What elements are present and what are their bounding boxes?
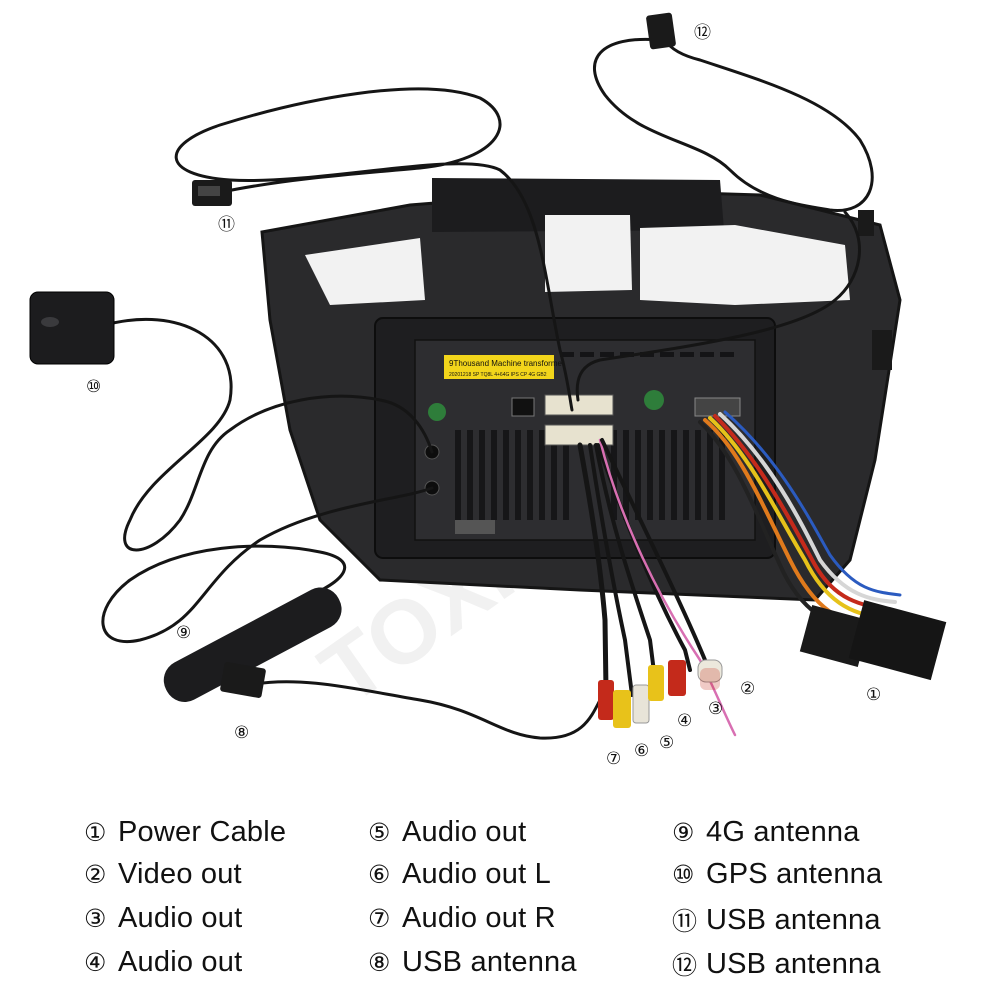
legend-item-power-cable: ① Power Cable xyxy=(84,816,286,849)
4g-cable xyxy=(101,486,434,643)
legend-item-audio-out-5: ⑤ Audio out xyxy=(368,816,526,849)
usb-cable-11 xyxy=(174,87,574,412)
legend-label: Audio out xyxy=(118,902,243,934)
legend-label: Audio out L xyxy=(402,858,551,890)
marker-10: ⑩ xyxy=(86,377,101,397)
legend-item-4g-antenna: ⑨ 4G antenna xyxy=(672,816,860,849)
legend-num: ② xyxy=(84,860,107,889)
marker-3: ③ xyxy=(708,699,723,719)
usb-cable-8 xyxy=(248,680,602,740)
legend-num: ⑫ xyxy=(672,951,698,980)
rca-plugs xyxy=(598,659,723,728)
legend-num: ⑨ xyxy=(672,818,695,847)
marker-2: ② xyxy=(740,679,755,699)
legend-num: ⑪ xyxy=(672,907,698,936)
legend-label: Audio out xyxy=(402,816,527,848)
marker-4: ④ xyxy=(677,711,692,731)
marker-1: ① xyxy=(866,685,881,705)
legend-label: Power Cable xyxy=(118,816,287,848)
gps-antenna xyxy=(29,291,115,365)
gps-cable xyxy=(103,317,434,552)
power-connector xyxy=(799,600,947,681)
legend-num: ③ xyxy=(84,904,107,933)
marker-7: ⑦ xyxy=(606,749,621,769)
legend-num: ④ xyxy=(84,948,107,977)
legend-num: ⑥ xyxy=(368,860,391,889)
usb-cable-12 xyxy=(593,37,874,212)
spec-sticker xyxy=(444,355,554,379)
legend-item-usb-antenna-8: ⑧ USB antenna xyxy=(368,946,577,979)
marker-5: ⑤ xyxy=(659,733,674,753)
usb-plug-12 xyxy=(646,12,676,50)
marker-9: ⑨ xyxy=(176,623,191,643)
legend-label: 4G antenna xyxy=(706,816,860,848)
legend-num: ① xyxy=(84,818,107,847)
legend-label: Video out xyxy=(118,858,242,890)
sticker-subtitle: 20201218 SP TQ8L 4+64G IPS CP 4G GB2 xyxy=(449,372,547,378)
legend-label: Audio out R xyxy=(402,902,556,934)
legend-item-video-out: ② Video out xyxy=(84,858,242,891)
legend-label: Audio out xyxy=(118,946,243,978)
legend-label: USB antenna xyxy=(706,947,881,980)
legend-item-audio-out-3: ③ Audio out xyxy=(84,902,242,935)
legend-label: USB antenna xyxy=(706,903,881,936)
legend-num: ⑦ xyxy=(368,904,391,933)
legend-label: USB antenna xyxy=(402,946,577,978)
legend: ① Power Cable ② Video out ③ Audio out ④ … xyxy=(0,812,1000,992)
legend-label: GPS antenna xyxy=(706,858,883,890)
marker-6: ⑥ xyxy=(634,741,649,761)
legend-item-usb-antenna-12: ⑫ USB antenna xyxy=(672,946,881,982)
head-unit: 9Thousand Machine transformer 20201218 S… xyxy=(374,317,776,559)
legend-item-audio-out-r: ⑦ Audio out R xyxy=(368,902,556,935)
usb-plug-8 xyxy=(220,662,266,698)
legend-item-audio-out-l: ⑥ Audio out L xyxy=(368,858,551,891)
legend-item-audio-out-4: ④ Audio out xyxy=(84,946,242,979)
marker-12: ⑫ xyxy=(694,23,711,43)
legend-item-usb-antenna-11: ⑪ USB antenna xyxy=(672,902,881,938)
legend-num: ⑧ xyxy=(368,948,391,977)
legend-num: ⑩ xyxy=(672,860,695,889)
legend-item-gps-antenna: ⑩ GPS antenna xyxy=(672,858,882,891)
marker-8: ⑧ xyxy=(234,723,249,743)
legend-num: ⑤ xyxy=(368,818,391,847)
sticker-title: 9Thousand Machine transformer xyxy=(449,359,565,368)
marker-11: ⑪ xyxy=(218,215,235,235)
4g-antenna xyxy=(163,587,342,702)
